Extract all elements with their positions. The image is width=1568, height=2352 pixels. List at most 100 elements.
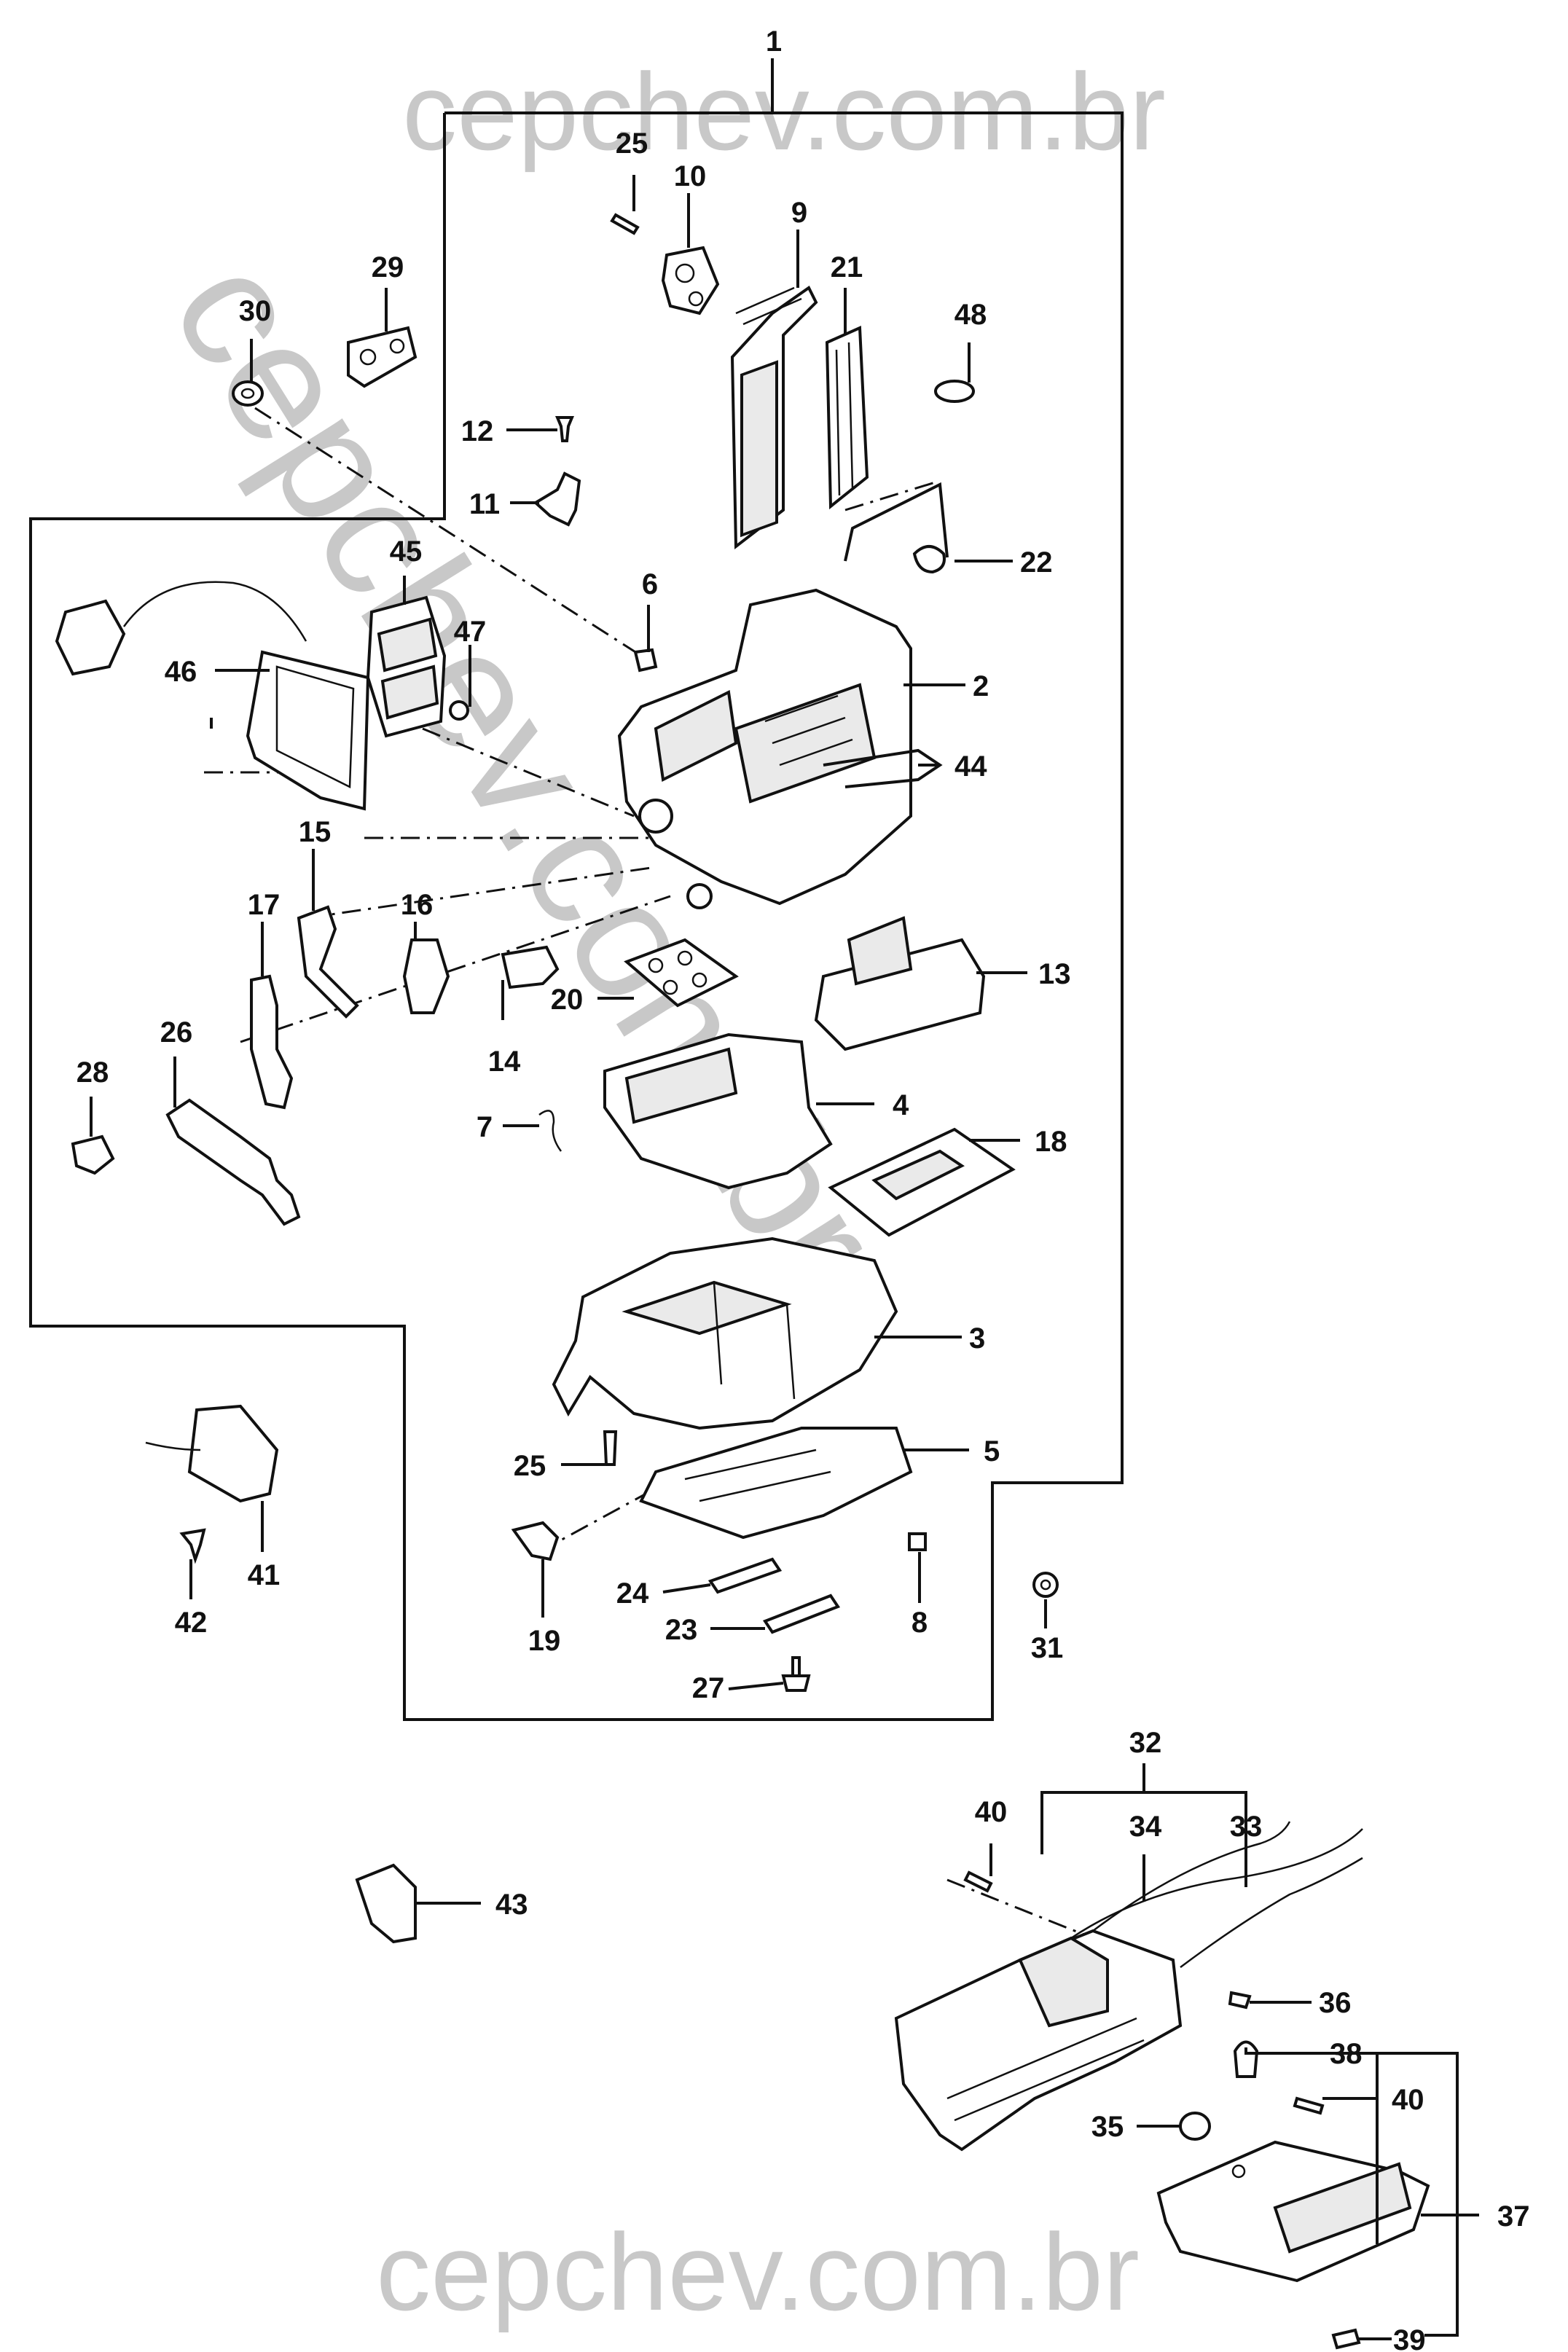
callout-7: 7: [477, 1111, 493, 1143]
callout-11: 11: [469, 488, 500, 520]
callout-40-lower: 40: [1392, 2084, 1424, 2116]
callout-labels: 1 2 3 4 5 6 7 8 9 10 11 12 13 14 15 16 1…: [77, 26, 1530, 2352]
callout-14: 14: [488, 1046, 521, 1078]
part-control-assembly: [894, 1821, 1363, 2152]
part-heater-core-9: [730, 286, 818, 550]
callout-43: 43: [495, 1889, 528, 1921]
callout-45: 45: [390, 536, 423, 568]
part-screw-42: [179, 1528, 206, 1564]
callout-40-upper: 40: [975, 1796, 1008, 1828]
callout-30: 30: [239, 295, 272, 327]
part-grommet-31: [1032, 1572, 1059, 1598]
part-lever-16: [402, 938, 450, 1014]
part-cap-35: [1179, 2112, 1211, 2141]
part-upper-case-2: [617, 588, 912, 909]
part-lever-15: [297, 905, 359, 1019]
part-screw-47: [449, 700, 469, 721]
callout-33: 33: [1230, 1811, 1263, 1843]
callout-36: 36: [1319, 1987, 1352, 2019]
part-screw-40-lower: [1293, 2096, 1325, 2115]
part-spring-7: [538, 1110, 562, 1152]
part-grommet-30: [232, 380, 264, 407]
part-screw-36: [1228, 1991, 1252, 2010]
part-clip-28: [71, 1134, 115, 1175]
callout-44: 44: [954, 750, 987, 783]
part-screw-25-top: [610, 213, 640, 235]
part-rod-24: [707, 1557, 783, 1594]
part-screw-25-lower: [603, 1430, 618, 1466]
callout-39: 39: [1393, 2324, 1426, 2352]
callout-22: 22: [1020, 546, 1053, 579]
callout-38: 38: [1330, 2038, 1363, 2070]
callout-26: 26: [160, 1016, 193, 1048]
part-frame-46: [55, 581, 370, 811]
callout-21: 21: [831, 251, 863, 283]
callout-34: 34: [1129, 1811, 1162, 1843]
part-bracket-11: [533, 471, 581, 527]
callout-46: 46: [165, 656, 197, 688]
callout-37: 37: [1497, 2200, 1530, 2233]
callout-32: 32: [1129, 1727, 1162, 1759]
part-tray-18: [828, 1127, 1016, 1237]
callout-13: 13: [1038, 958, 1071, 990]
callout-18: 18: [1035, 1126, 1067, 1158]
part-clip-48: [934, 380, 975, 403]
leader-lines: [90, 175, 1479, 2340]
part-duct-4: [603, 1032, 833, 1190]
part-lower-tray-5: [639, 1427, 913, 1540]
callout-27: 27: [692, 1672, 725, 1704]
callout-41: 41: [248, 1559, 281, 1591]
callout-8: 8: [912, 1607, 928, 1639]
part-plate-20: [624, 938, 739, 1008]
part-screw-40-upper: [963, 1870, 993, 1893]
part-rod-23: [762, 1594, 841, 1634]
part-bolt-6: [633, 648, 658, 673]
callout-28: 28: [77, 1057, 109, 1089]
callout-6: 6: [642, 568, 658, 600]
part-filter-45: [366, 595, 447, 738]
callout-19: 19: [528, 1625, 561, 1657]
callout-48: 48: [954, 299, 987, 331]
callout-24: 24: [616, 1577, 649, 1610]
callout-35: 35: [1091, 2111, 1124, 2143]
part-clip-43: [355, 1863, 417, 1944]
part-clip-22: [912, 545, 946, 574]
part-pin-27: [781, 1656, 811, 1692]
callout-47: 47: [454, 616, 487, 648]
callout-29: 29: [372, 251, 404, 283]
callout-1: 1: [766, 26, 782, 58]
callout-25-top: 25: [616, 128, 648, 160]
callout-9: 9: [791, 197, 807, 229]
callout-12: 12: [461, 415, 494, 447]
callout-20: 20: [551, 984, 584, 1016]
part-bulb-38: [1233, 2040, 1259, 2078]
part-control-panel-37: [1156, 2140, 1430, 2283]
part-bulb-39: [1331, 2328, 1361, 2350]
part-screw-12: [555, 416, 574, 442]
callout-15: 15: [299, 816, 332, 848]
part-plate-29: [347, 326, 418, 388]
callout-31: 31: [1031, 1632, 1064, 1664]
callout-4: 4: [893, 1089, 909, 1121]
callout-5: 5: [984, 1435, 1000, 1467]
callout-25-lower: 25: [514, 1450, 546, 1482]
part-actuator-41: [145, 1404, 279, 1503]
part-lever-19: [511, 1521, 560, 1561]
callout-16: 16: [401, 889, 434, 921]
callout-23: 23: [665, 1614, 698, 1646]
callout-10: 10: [674, 160, 707, 192]
part-actuator-14: [501, 945, 560, 989]
callout-3: 3: [969, 1322, 985, 1355]
callout-42: 42: [175, 1607, 208, 1639]
callout-2: 2: [973, 670, 989, 702]
part-lower-case-3: [552, 1236, 898, 1430]
part-link-26: [165, 1098, 301, 1226]
part-filter-21: [825, 325, 869, 510]
watermark-bottom: cepchev.com.br: [376, 2211, 1140, 2333]
part-module-13: [814, 916, 986, 1051]
callout-17: 17: [248, 889, 281, 921]
assembly-boundary-outline: [29, 111, 1124, 1721]
part-link-17: [250, 974, 294, 1110]
part-nut-8: [908, 1532, 927, 1551]
